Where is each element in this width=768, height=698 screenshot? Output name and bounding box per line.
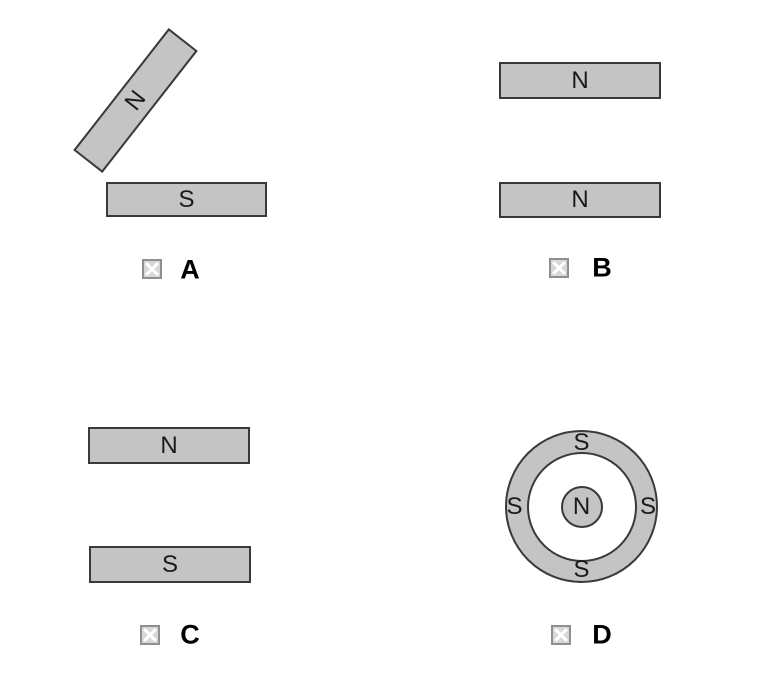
ring-pole-label-top: S — [573, 429, 590, 456]
bar-magnet-c-bottom: S — [89, 546, 251, 583]
bar-magnet-a-tilted: N — [73, 28, 198, 173]
pole-label: N — [160, 431, 178, 459]
pole-label: N — [571, 66, 589, 94]
answer-checkbox-c[interactable] — [140, 625, 160, 645]
x-mark-icon — [552, 261, 566, 275]
option-label-a: A — [180, 254, 200, 285]
ring-magnet-core: N — [560, 485, 603, 528]
bar-magnet-b-top: N — [499, 62, 661, 99]
pole-label: S — [161, 550, 178, 578]
ring-pole-label-bottom: S — [573, 556, 590, 583]
bar-magnet-c-top: N — [88, 427, 250, 464]
bar-magnet-b-bottom: N — [499, 182, 661, 218]
answer-checkbox-b[interactable] — [549, 258, 569, 278]
x-mark-icon — [143, 628, 157, 642]
option-label-b: B — [592, 252, 612, 283]
ring-magnet-outer: N S S S S — [505, 430, 658, 583]
pole-label: S — [178, 185, 195, 213]
pole-label: N — [119, 85, 152, 116]
pole-label: N — [571, 186, 589, 213]
bar-magnet-a-bottom: S — [106, 182, 267, 217]
ring-pole-label-left: S — [506, 493, 523, 520]
x-mark-icon — [554, 628, 568, 642]
option-label-d: D — [592, 619, 612, 650]
x-mark-icon — [145, 262, 159, 276]
answer-checkbox-d[interactable] — [551, 625, 571, 645]
pole-label: N — [572, 492, 591, 520]
option-label-c: C — [180, 619, 200, 650]
ring-pole-label-right: S — [639, 493, 657, 520]
answer-checkbox-a[interactable] — [142, 259, 162, 279]
